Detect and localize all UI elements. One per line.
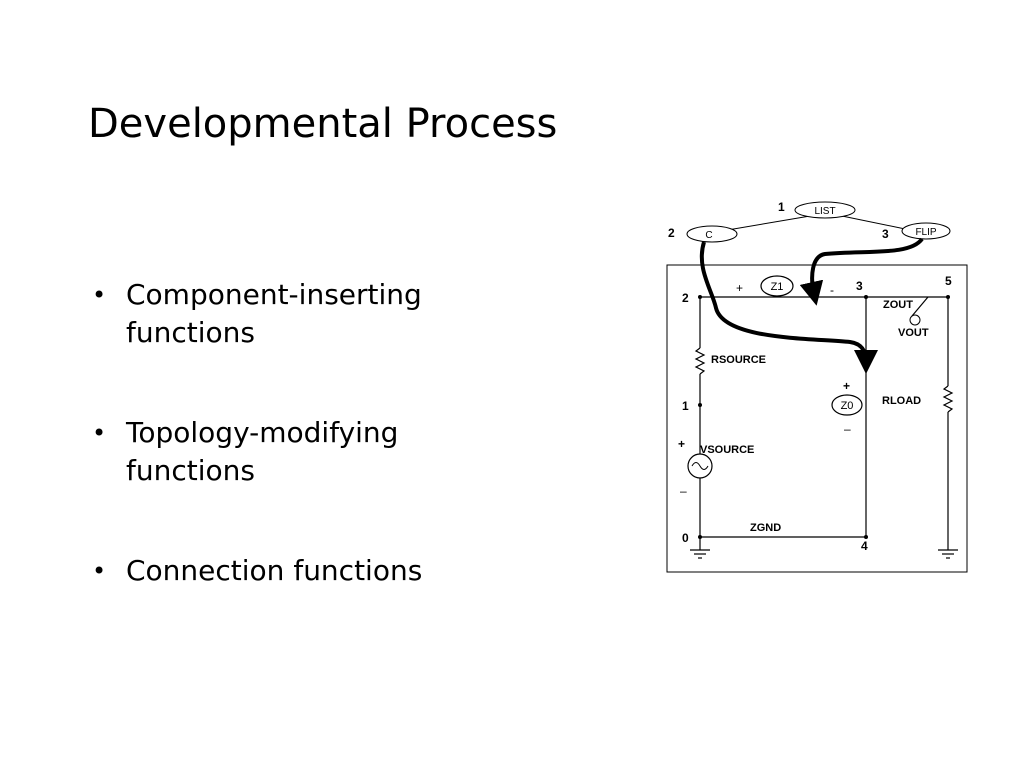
slide-title: Developmental Process [88, 101, 558, 147]
z0-minus: – [844, 422, 851, 436]
arrow-c-to-z0 [699, 241, 878, 374]
node-number-0: 0 [682, 531, 689, 545]
bullet-item: • Component-inserting functions [92, 276, 532, 352]
vsource-plus: + [678, 437, 685, 451]
bullet-marker: • [92, 557, 107, 585]
bullet-text: Connection functions [126, 554, 423, 587]
tree-node-list [794, 201, 856, 219]
tree-label-flip: FLIP [915, 227, 936, 238]
tree-edge [841, 215, 911, 231]
node-number-2: 2 [682, 291, 689, 305]
z1-minus: - [830, 283, 834, 297]
z1-plus: + [736, 281, 743, 295]
circuit-wires [690, 296, 958, 559]
node-number-5: 5 [945, 274, 952, 288]
tree-number-2: 2 [668, 226, 675, 240]
circuit-diagram: LIST 1 C 2 FLIP 3 [666, 200, 968, 573]
tree-node-flip [901, 222, 951, 240]
z1-label: Z1 [771, 281, 784, 293]
tree-node-c [686, 225, 738, 243]
vsource-label: VSOURCE [700, 444, 754, 456]
rsource-label: RSOURCE [711, 354, 766, 366]
circuit-figure: LIST 1 C 2 FLIP 3 [660, 190, 980, 580]
bullet-list: • Component-inserting functions • Topolo… [92, 276, 532, 652]
vout-label: VOUT [898, 327, 929, 339]
circuit-node-dots [698, 295, 950, 539]
z1-symbol [760, 275, 794, 297]
bullet-text: Component-inserting functions [126, 278, 422, 349]
bullet-marker: • [92, 281, 107, 309]
bullet-item: • Connection functions [92, 552, 532, 590]
tree-label-list: LIST [814, 206, 835, 217]
zgnd-label: ZGND [750, 522, 781, 534]
zout-label: ZOUT [883, 299, 913, 311]
ac-wave-icon [691, 462, 709, 470]
bullet-marker: • [92, 419, 107, 447]
z0-label: Z0 [841, 400, 854, 412]
tree-number-3: 3 [882, 227, 889, 241]
vout-probe-icon [909, 314, 921, 326]
bullet-item: • Topology-modifying functions [92, 414, 532, 490]
z0-symbol [831, 394, 863, 416]
node-number-1: 1 [682, 399, 689, 413]
vsource-minus: – [680, 484, 687, 498]
rload-label: RLOAD [882, 395, 921, 407]
bullet-text: Topology-modifying functions [126, 416, 399, 487]
tree-number-1: 1 [778, 200, 785, 214]
circuit-frame [666, 264, 968, 573]
arrow-flip-to-z1 [799, 237, 924, 306]
program-tree [686, 201, 951, 243]
node-number-3: 3 [856, 279, 863, 293]
tree-label-c: C [705, 230, 712, 241]
node-number-4: 4 [861, 539, 868, 553]
z0-plus: + [843, 379, 850, 393]
